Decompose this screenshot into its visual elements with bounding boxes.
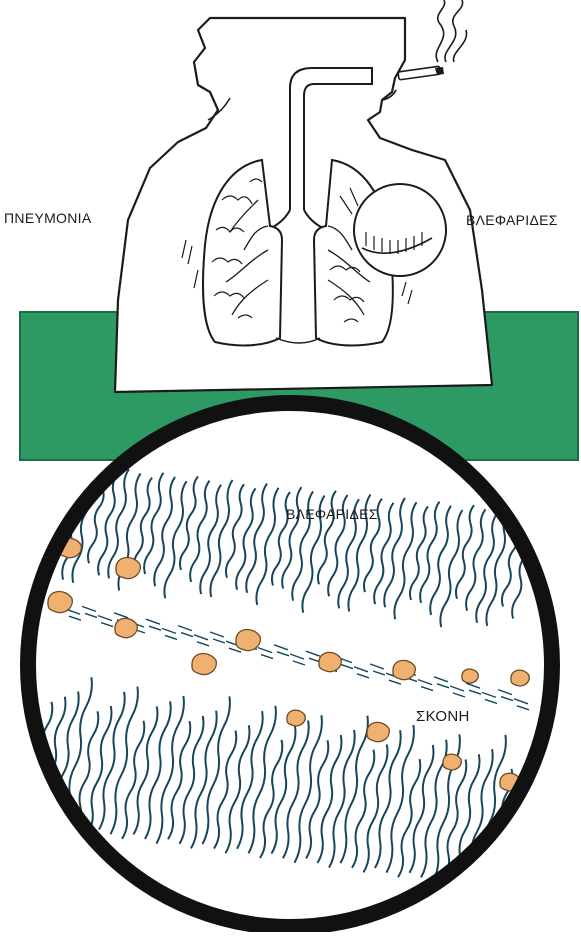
cilium [548,764,572,892]
dust-particle-icon [367,722,389,741]
dust-particle-icon [48,592,72,613]
lung-label: ΠΝΕΥΜΟΝΙΑ [4,210,92,226]
dust-particle-icon [443,754,461,770]
dust-particle-icon [511,670,529,686]
dust-particle-icon [236,630,260,651]
dust-particle-icon [192,654,216,675]
cilium [536,778,558,896]
dust-particle-icon [462,669,478,683]
cilia-label-right: ΒΛΕΦΑΡΙΔΕΣ [466,212,558,228]
dust-particle-icon [116,558,140,579]
dust-label: ΣΚΟΝΗ [416,708,470,725]
cilia-label-zoom: ΒΛΕΦΑΡΙΔΕΣ [286,506,378,522]
cigarette-icon [398,66,444,80]
dust-particle-icon [287,710,305,726]
dust-particle-icon [319,652,341,671]
dust-particle-icon [393,660,415,679]
smoke-icon [436,0,466,62]
dust-particle-icon [115,618,137,637]
